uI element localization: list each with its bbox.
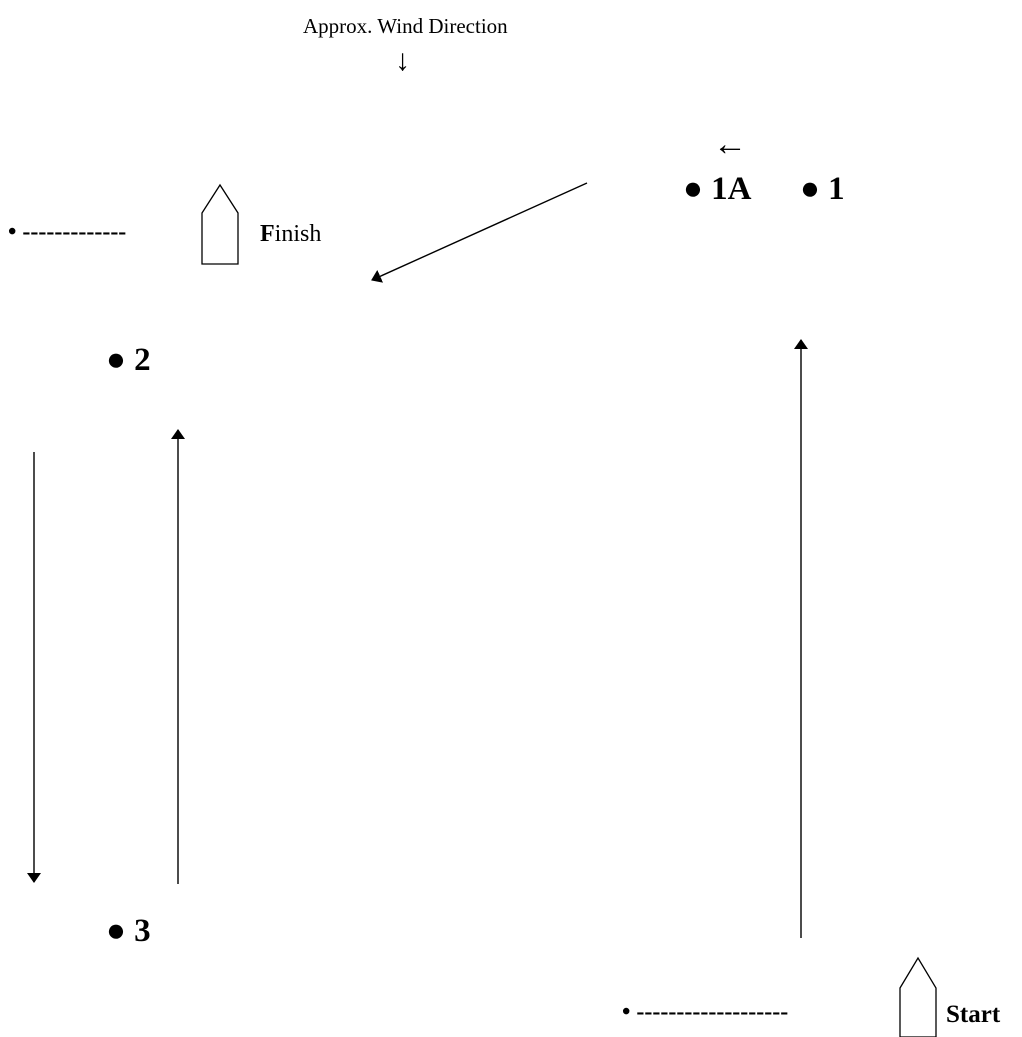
leg-arrow-mark1-to-finish bbox=[371, 182, 588, 283]
finish-label: Finish bbox=[260, 222, 321, 246]
wind-direction-label: Approx. Wind Direction bbox=[303, 14, 508, 38]
start-boat-icon bbox=[899, 956, 937, 1037]
start-label: Start bbox=[946, 1001, 1001, 1028]
mark-2: ● 2 bbox=[106, 342, 151, 378]
finish-line-dashes: • ------------- bbox=[8, 219, 127, 245]
mark-3: ● 3 bbox=[106, 913, 151, 949]
finish-label-initial: F bbox=[260, 221, 275, 247]
left-arrow-icon: ← bbox=[713, 126, 747, 163]
finish-label-rest: inish bbox=[274, 221, 322, 247]
finish-boat-icon bbox=[201, 183, 239, 265]
start-line-dashes: • ------------------- bbox=[622, 999, 789, 1025]
mark-1: ● 1 bbox=[800, 171, 845, 207]
wind-direction-arrow-icon: ↓ bbox=[395, 44, 410, 77]
mark-1a: ● 1A bbox=[683, 171, 752, 207]
